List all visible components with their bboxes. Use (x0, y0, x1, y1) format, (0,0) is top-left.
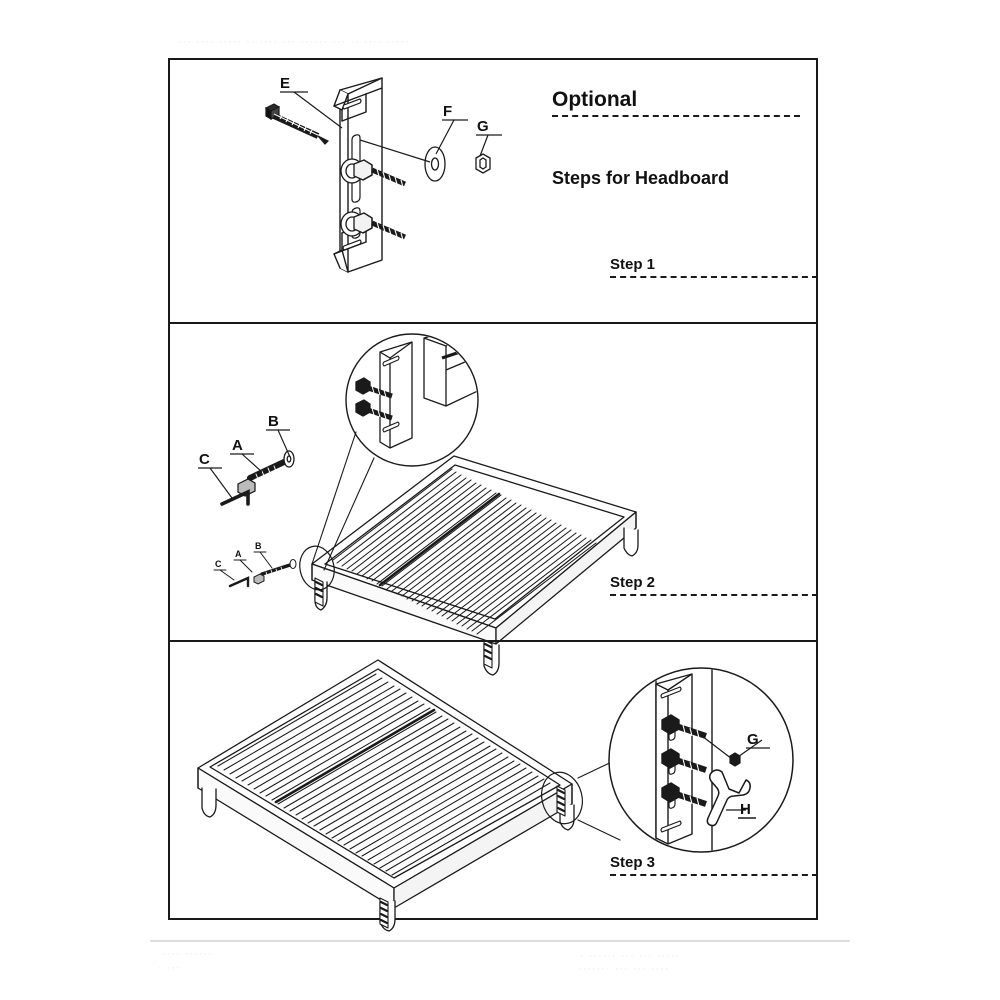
step1-underline (610, 276, 818, 278)
part-label-A: A (232, 437, 243, 454)
part-label-G: G (477, 118, 489, 135)
ghost-text-bottom-right-2: ······· ··· ··· ···· (578, 963, 670, 975)
part-label-H-step3: H (740, 801, 751, 818)
illustration-magnifier-step3: G H (594, 662, 814, 877)
panel-step1: E F G Optional Steps for Headboard Step … (170, 60, 818, 322)
step2-label-block: Step 2 (610, 574, 818, 596)
part-label-B-small: B (255, 541, 262, 551)
instruction-frame: E F G Optional Steps for Headboard Step … (168, 58, 818, 932)
illustration-bed-frame-step3 (180, 650, 621, 932)
step3-label-block: Step 3 (610, 854, 818, 876)
ghost-rule-bottom (150, 940, 850, 942)
headboard-subheading: Steps for Headboard (552, 168, 730, 188)
part-label-F: F (443, 103, 452, 120)
step2-label: Step 2 (610, 574, 656, 591)
illustration-bed-frame-step2: B A C (184, 328, 704, 676)
step3-underline (610, 874, 818, 876)
panel-divider-1 (170, 322, 816, 324)
part-label-C: C (199, 451, 210, 468)
optional-heading: Optional (552, 88, 638, 111)
ghost-text-bottom-left-2: · ··· (158, 962, 181, 974)
ghost-text-bottom-left: ···· ······ (162, 948, 213, 960)
step2-underline (610, 594, 818, 596)
part-label-C-small: C (215, 559, 222, 569)
part-label-B: B (268, 413, 279, 430)
part-label-A-small: A (235, 549, 242, 559)
step1-subheading-block: Steps for Headboard (552, 168, 800, 189)
illustration-headboard-bracket: E F G (230, 72, 550, 312)
step1-label: Step 1 (610, 256, 656, 273)
step1-text-block: Optional (552, 88, 800, 117)
optional-underline (552, 115, 800, 117)
ghost-text-top: ··· ···· ····· ·· ···· ··· ······ ··· ··… (178, 36, 410, 48)
step3-label: Step 3 (610, 854, 656, 871)
panel-divider-2 (170, 640, 816, 642)
panel-step2: B A C (170, 322, 818, 676)
part-label-G-step3: G (747, 731, 759, 748)
part-label-E: E (280, 75, 290, 92)
ghost-text-bottom-right: · ······ ··· ··· ····· (580, 950, 681, 962)
panel-step3: G H Step 3 (170, 640, 818, 932)
step1-label-block: Step 1 (610, 256, 818, 278)
